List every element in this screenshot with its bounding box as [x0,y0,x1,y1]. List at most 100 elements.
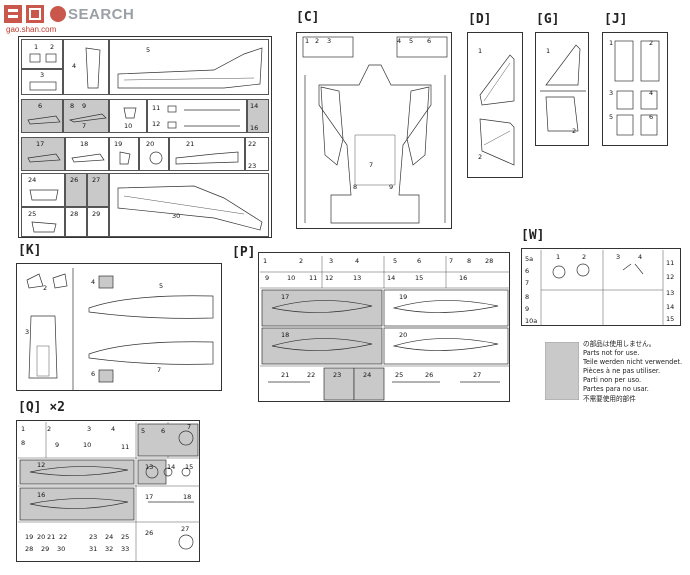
part-number: 27 [473,371,482,379]
part-number: 14 [250,102,259,110]
part-number: 3 [25,328,30,336]
part-number: 29 [41,545,50,553]
part-number: 25 [28,210,37,218]
part-number: 11 [309,274,318,282]
part-number: 5a [525,255,534,263]
part-number: 21 [281,371,290,379]
part-number: 4 [111,425,116,433]
sprue-j-drawing [614,40,660,136]
part-number: 7 [82,122,87,130]
part-number: 15 [415,274,424,282]
part-number: 4 [638,253,643,261]
part-number: 9 [82,102,87,110]
sprue-w-frame: 5a 6 7 8 9 10a 1 2 3 4 11 12 13 14 15 [521,248,681,326]
part-cell-7-9: 8 9 7 [63,99,109,133]
part-number: 6 [91,370,96,378]
part-number: 9 [265,274,270,282]
part-number: 17 [281,293,290,301]
part-number: 2 [315,37,320,45]
part-number: 21 [47,533,56,541]
part-number: 12 [666,273,675,281]
part-number: 18 [281,331,290,339]
part-cell-19: 19 [109,137,139,171]
part-number: 4 [91,278,96,286]
sprue-w-drawing [540,250,664,326]
part-cell-1-2: 1 2 [21,39,63,69]
part-number: 9 [525,305,530,313]
part-cell-17: 17 [21,137,65,171]
part-cell-4: 4 [63,39,109,95]
part-number: 30 [172,212,181,220]
part-number: 14 [167,463,176,471]
part-number: 1 [21,425,26,433]
part-number: 21 [186,140,195,148]
sprue-q-drawing [18,422,200,562]
section-label-c: [C] [296,10,320,25]
part-number: 2 [299,257,304,265]
part-number: 29 [92,210,101,218]
part-cell-27: 27 [87,173,109,207]
part-number: 8 [70,102,75,110]
part-cell-18: 18 [65,137,109,171]
part-number: 3 [329,257,334,265]
part-number: 26 [145,529,154,537]
part-cell-5: 5 [109,39,269,95]
part-number: 3 [40,71,45,79]
part-number: 1 [34,43,39,51]
part-number: 2 [478,153,483,161]
part-number: 22 [59,533,68,541]
part-number: 8 [467,257,472,265]
part-number: 1 [556,253,561,261]
part-number: 2 [582,253,587,261]
part-number: 14 [387,274,396,282]
sprue-g-drawing [540,44,586,132]
unused-parts-legend: の部品は使用しません。 Parts not for use. Teile wer… [583,340,687,404]
part-number: 28 [70,210,79,218]
part-number: 6 [161,427,166,435]
section-label-k: [K] [18,243,42,258]
sprue-d-frame: 1 2 [467,32,523,178]
part-number: 11 [152,104,161,112]
part-number: 7 [187,423,192,431]
part-number: 32 [105,545,114,553]
part-cell-6: 6 [21,99,63,133]
sprue-j-frame: 1 2 3 4 5 6 [602,32,668,146]
part-number: 18 [183,493,192,501]
part-number: 6 [649,113,654,121]
part-number: 2 [649,39,654,47]
part-number: 20 [146,140,155,148]
part-cell-21: 21 [169,137,245,171]
part-number: 5 [409,37,414,45]
part-number: 33 [121,545,130,553]
part-cell-24: 24 [21,173,65,207]
part-number: 11 [121,443,130,451]
part-number: 3 [609,89,614,97]
part-number: 3 [616,253,621,261]
part-number: 19 [25,533,34,541]
unused-parts-swatch [545,342,579,400]
part-number: 26 [425,371,434,379]
part-number: 4 [397,37,402,45]
part-number: 25 [395,371,404,379]
part-number: 8 [525,293,530,301]
section-label-w: [W] [521,228,545,243]
part-number: 25 [121,533,130,541]
part-number: 24 [28,176,37,184]
part-cell-30: 30 [109,173,269,237]
part-number: 1 [478,47,483,55]
part-number: 6 [38,102,43,110]
part-number: 7 [157,366,162,374]
part-number: 23 [89,533,98,541]
part-number: 8 [21,439,26,447]
part-number: 6 [427,37,432,45]
part-cell-10: 10 [109,99,147,133]
part-number: 17 [36,140,45,148]
part-number: 9 [389,183,394,191]
part-number: 13 [145,463,154,471]
part-cell-3: 3 [21,69,63,95]
legend-line-fr: Pièces à ne pas utiliser. [583,367,661,376]
part-number: 1 [546,47,551,55]
part-number: 23 [333,371,342,379]
part-number: 17 [145,493,154,501]
part-number: 18 [80,140,89,148]
